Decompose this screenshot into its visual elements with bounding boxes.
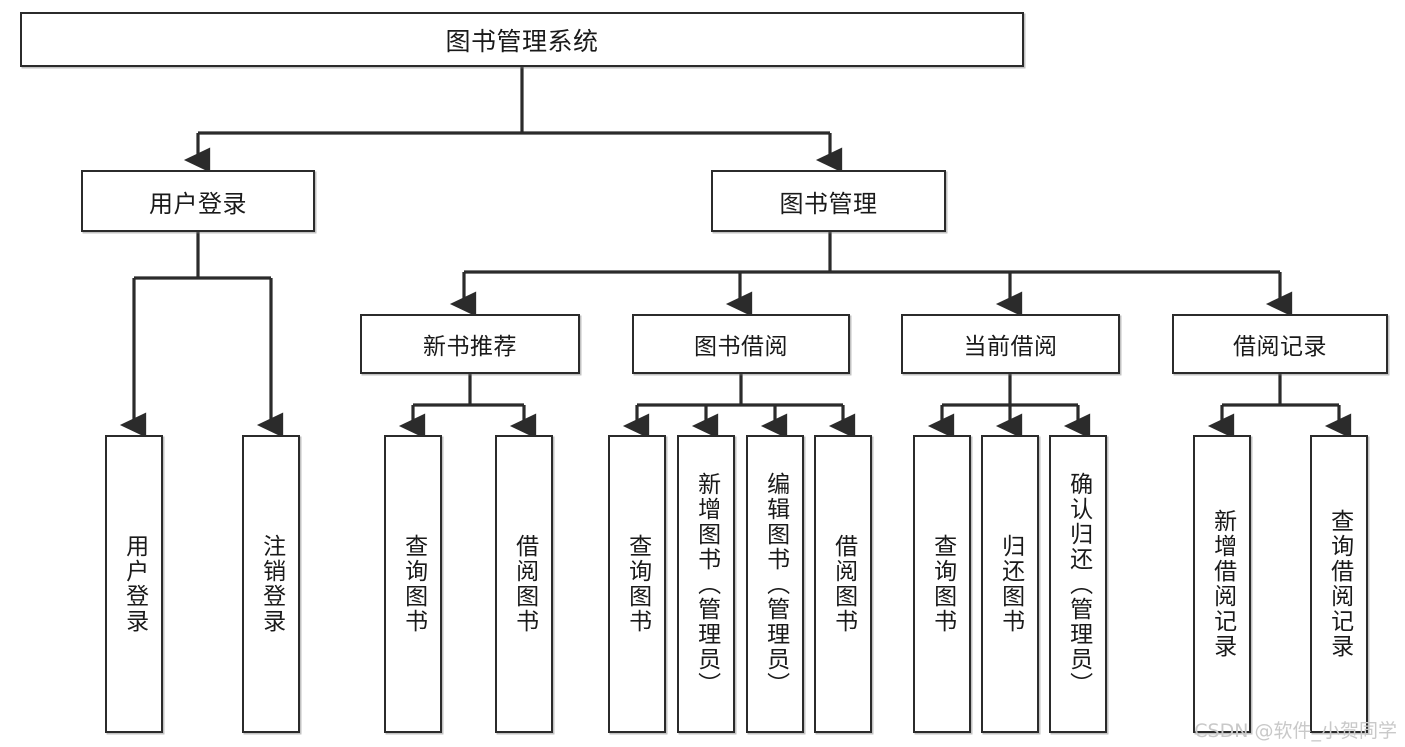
node-label: 注销登录 (258, 534, 285, 634)
node-label: 查询图书 (400, 534, 427, 634)
node-book-borrow[interactable]: 图书借阅 (632, 314, 850, 374)
node-label: 编辑图书（管理员） (762, 471, 789, 697)
leaf-add-borrow-record[interactable]: 新增借阅记录 (1193, 435, 1251, 733)
leaf-user-login[interactable]: 用户登录 (105, 435, 163, 733)
node-label: 查询图书 (929, 534, 956, 634)
node-borrow-records[interactable]: 借阅记录 (1172, 314, 1388, 374)
node-label: 归还图书 (997, 534, 1024, 634)
leaf-query-book-current[interactable]: 查询图书 (913, 435, 971, 733)
node-label: 借阅图书 (511, 534, 538, 634)
node-label: 图书管理 (779, 189, 878, 218)
node-label: 确认归还（管理员） (1065, 471, 1092, 697)
node-current-borrow[interactable]: 当前借阅 (901, 314, 1120, 374)
leaf-query-book-borrow[interactable]: 查询图书 (608, 435, 666, 733)
node-label: 图书借阅 (694, 334, 788, 360)
node-root-system[interactable]: 图书管理系统 (20, 12, 1024, 67)
leaf-edit-book-admin[interactable]: 编辑图书（管理员） (746, 435, 804, 733)
node-user-login[interactable]: 用户登录 (81, 170, 315, 232)
node-label: 用户登录 (149, 189, 247, 218)
node-book-management[interactable]: 图书管理 (711, 170, 946, 232)
node-label: 查询借阅记录 (1326, 509, 1353, 659)
leaf-confirm-return-admin[interactable]: 确认归还（管理员） (1049, 435, 1107, 733)
node-label: 用户登录 (121, 534, 148, 634)
leaf-return-book[interactable]: 归还图书 (981, 435, 1039, 733)
node-label: 借阅图书 (830, 534, 857, 634)
leaf-logout[interactable]: 注销登录 (242, 435, 300, 733)
node-label: 查询图书 (624, 534, 651, 634)
leaf-borrow-book-new[interactable]: 借阅图书 (495, 435, 553, 733)
node-label: 借阅记录 (1233, 334, 1327, 360)
leaf-query-book-new[interactable]: 查询图书 (384, 435, 442, 733)
node-label: 新增借阅记录 (1209, 509, 1236, 659)
node-label: 新增图书（管理员） (693, 471, 720, 697)
csdn-watermark: CSDN @软件_小贺同学 (1194, 720, 1397, 742)
node-label: 图书管理系统 (445, 26, 599, 56)
leaf-add-book-admin[interactable]: 新增图书（管理员） (677, 435, 735, 733)
leaf-borrow-book[interactable]: 借阅图书 (814, 435, 872, 733)
node-new-book-recommend[interactable]: 新书推荐 (360, 314, 580, 374)
node-label: 新书推荐 (423, 334, 517, 360)
node-label: 当前借阅 (963, 334, 1058, 360)
leaf-query-borrow-record[interactable]: 查询借阅记录 (1310, 435, 1368, 733)
